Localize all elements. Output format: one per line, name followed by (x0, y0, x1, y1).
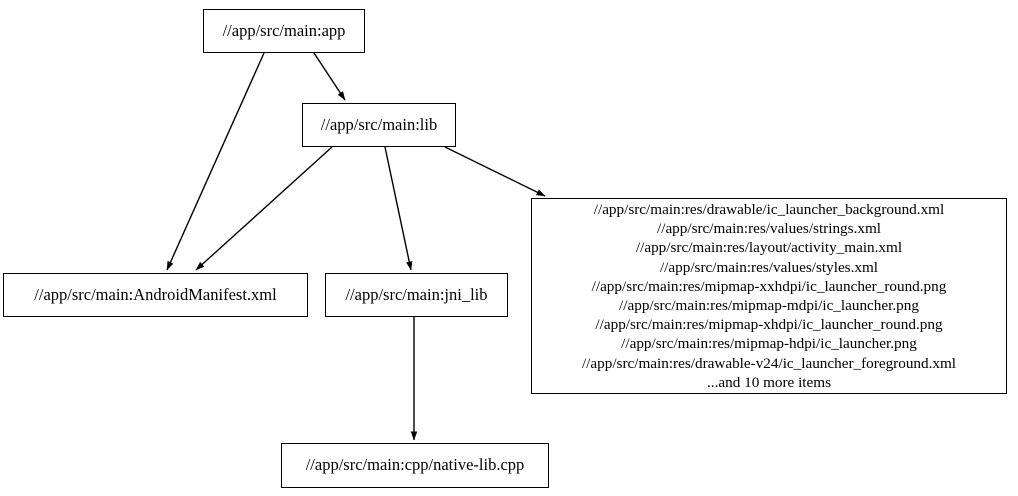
edge-lib-to-manifest (195, 146, 333, 271)
node-jni-lib-label: //app/src/main:jni_lib (345, 284, 488, 304)
node-android-manifest-label: //app/src/main:AndroidManifest.xml (34, 284, 277, 304)
node-android-manifest[interactable]: //app/src/main:AndroidManifest.xml (3, 273, 308, 317)
node-lib-label: //app/src/main:lib (320, 114, 438, 134)
edge-app-to-lib (313, 52, 346, 101)
node-app-label: //app/src/main:app (222, 20, 346, 40)
edge-lib-to-jni-lib (384, 146, 413, 271)
node-lib[interactable]: //app/src/main:lib (302, 103, 456, 147)
node-jni-lib[interactable]: //app/src/main:jni_lib (325, 273, 508, 317)
node-native-lib-cpp[interactable]: //app/src/main:cpp/native-lib.cpp (281, 443, 549, 488)
node-native-lib-cpp-label: //app/src/main:cpp/native-lib.cpp (305, 455, 525, 475)
edge-lib-to-res (444, 146, 546, 197)
node-res-group[interactable]: //app/src/main:res/drawable/ic_launcher_… (531, 198, 1007, 394)
node-res-group-label: //app/src/main:res/drawable/ic_launcher_… (581, 200, 957, 391)
edge-app-to-manifest (166, 52, 265, 271)
node-app[interactable]: //app/src/main:app (203, 9, 365, 53)
